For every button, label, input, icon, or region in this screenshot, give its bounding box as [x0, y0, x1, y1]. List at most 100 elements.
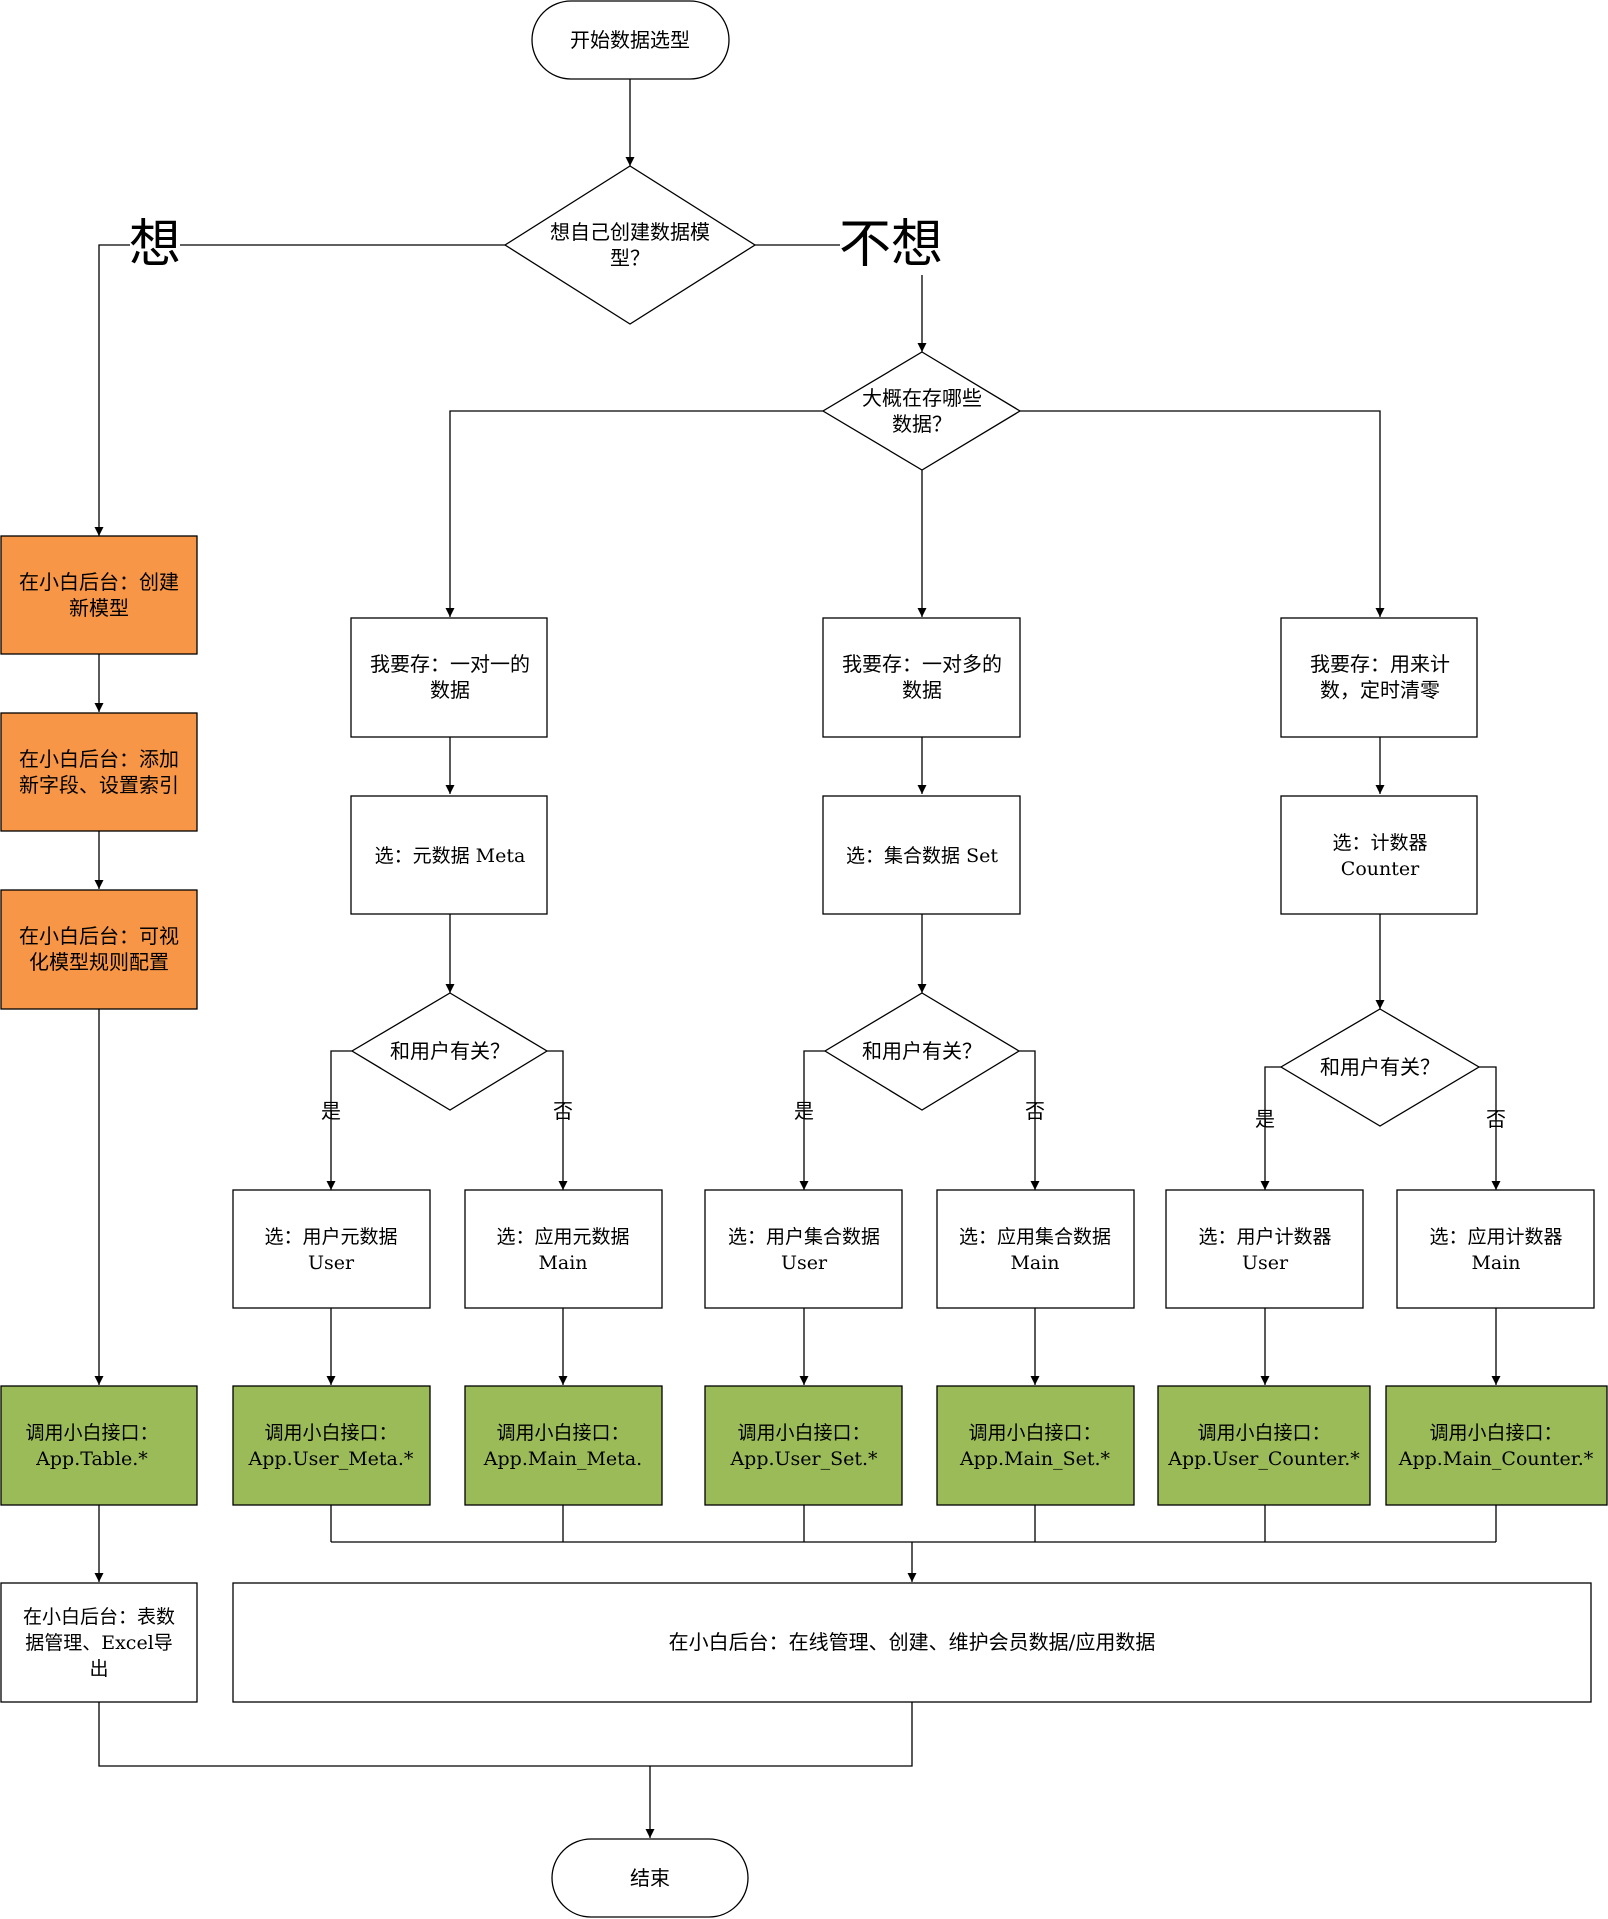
node-text-line: 选：计数器: [1332, 832, 1427, 854]
node-text-line: 我要存：一对多的: [842, 652, 1002, 676]
node-text-line: App.User_Set.*: [729, 1448, 878, 1470]
node-text-line: 和用户有关？: [1320, 1055, 1440, 1079]
decision-user-related-2: 和用户有关？: [823, 992, 1021, 1111]
node-text-line: 在小白后台：创建: [19, 570, 179, 594]
decision-what-data: 大概在存哪些数据？: [821, 351, 1022, 471]
decision-what-data-text: 大概在存哪些数据？: [862, 386, 982, 436]
box-api-user-set-text: 调用小白接口： App.User_Set.*: [729, 1422, 878, 1470]
node-text-line: App.User_Meta.*: [248, 1448, 414, 1470]
edge-what-count: [1020, 410, 1385, 617]
decision-user-related-1-text: 和用户有关？: [390, 1039, 510, 1063]
node-text-line: App.Table.*: [35, 1448, 148, 1470]
box-left-add-text: 在小白后台：添加新字段、设置索引: [19, 747, 179, 797]
decision-user-related-3: 和用户有关？: [1279, 1008, 1481, 1127]
edge-c3-yes: [1260, 1066, 1281, 1190]
node-text-line: 数，定时清零: [1320, 678, 1440, 702]
box-select-meta: 选：元数据 Meta: [350, 795, 548, 915]
node-text-line: 新字段、设置索引: [19, 773, 179, 797]
box-online-manage: 在小白后台：在线管理、创建、维护会员数据/应用数据: [232, 1582, 1592, 1703]
start-node: 开始数据选型: [531, 0, 730, 80]
node-text-line: 开始数据选型: [570, 28, 690, 52]
node-text-line: 调用小白接口：: [25, 1422, 158, 1444]
node-text-line: 调用小白接口：: [968, 1422, 1101, 1444]
node-text-line: App.User_Counter.*: [1167, 1448, 1360, 1470]
box-api-main-counter-text: 调用小白接口： App.Main_Counter.*: [1398, 1422, 1594, 1470]
box-store-count: 我要存：用来计数，定时清零: [1280, 617, 1478, 738]
node-text-line: 出: [89, 1658, 108, 1680]
node-text-line: 选：应用计数器: [1429, 1226, 1562, 1248]
box-api-user-counter: 调用小白接口： App.User_Counter.*: [1157, 1385, 1371, 1506]
box-left-manage-text: 在小白后台：表数据管理、Excel导出: [23, 1606, 175, 1680]
edge-c3-no: [1479, 1066, 1501, 1190]
node-text-line: User: [308, 1252, 355, 1274]
node-text-line: 在小白后台：可视: [19, 924, 179, 948]
box-api-main-set-text: 调用小白接口： App.Main_Set.*: [959, 1422, 1111, 1470]
node-text-line: 据管理、Excel导: [25, 1632, 173, 1654]
box-api-main-counter: 调用小白接口： App.Main_Counter.*: [1385, 1385, 1608, 1506]
node-text-line: 我要存：一对一的: [370, 652, 530, 676]
node-text-line: User: [1242, 1252, 1289, 1274]
box-left-rule: 在小白后台：可视化模型规则配置: [0, 889, 198, 1010]
node-text-line: 数据: [430, 678, 470, 702]
box-store-one: 我要存：一对一的数据: [350, 617, 548, 738]
node-text-line: 选：集合数据 Set: [846, 845, 998, 867]
decision-create-model: 想自己创建数据模型？: [503, 165, 757, 325]
label-yes-2: 是: [794, 1099, 814, 1123]
node-text-line: App.Main_Set.*: [959, 1448, 1111, 1470]
box-left-create-text: 在小白后台：创建新模型: [19, 570, 179, 620]
box-user-meta-text: 选：用户元数据 User: [264, 1226, 397, 1274]
node-text-line: 调用小白接口：: [496, 1422, 629, 1444]
node-text-line: 在小白后台：添加: [19, 747, 179, 771]
decision-user-related-2-text: 和用户有关？: [862, 1039, 982, 1063]
node-text-line: 调用小白接口：: [737, 1422, 870, 1444]
node-text-line: 选：应用元数据: [496, 1226, 629, 1248]
node-text-line: 大概在存哪些: [862, 386, 982, 410]
node-text-line: App.Main_Counter.*: [1398, 1448, 1594, 1470]
node-text-line: App.Main_Meta.: [483, 1448, 642, 1470]
label-not-want: 不想: [839, 215, 943, 275]
edge-c2-no: [1019, 1050, 1040, 1190]
box-select-set: 选：集合数据 Set: [822, 795, 1021, 915]
decision-user-related-1: 和用户有关？: [350, 992, 549, 1111]
edge-labels: 想 不想 是 否 是 否 是 否: [129, 215, 1506, 1131]
edges: [94, 79, 1501, 1838]
end-node-text: 结束: [630, 1866, 670, 1890]
node-text-line: User: [781, 1252, 828, 1274]
label-yes-3: 是: [1255, 1107, 1275, 1131]
box-api-user-set: 调用小白接口： App.User_Set.*: [704, 1385, 903, 1506]
node-text-line: 调用小白接口：: [1197, 1422, 1330, 1444]
edge-c1-yes: [326, 1050, 352, 1190]
box-online-manage-text: 在小白后台：在线管理、创建、维护会员数据/应用数据: [669, 1630, 1156, 1654]
label-yes-1: 是: [321, 1099, 341, 1123]
box-api-main-meta-text: 调用小白接口： App.Main_Meta.: [483, 1422, 642, 1470]
node-text-line: 新模型: [69, 596, 129, 620]
node-text-line: 选：用户元数据: [264, 1226, 397, 1248]
box-api-user-counter-text: 调用小白接口： App.User_Counter.*: [1167, 1422, 1360, 1470]
node-text-line: 选：用户计数器: [1198, 1226, 1331, 1248]
box-api-main-meta: 调用小白接口： App.Main_Meta.: [464, 1385, 663, 1506]
node-text-line: 在小白后台：在线管理、创建、维护会员数据/应用数据: [669, 1630, 1156, 1654]
label-no-2: 否: [1025, 1099, 1045, 1123]
start-node-text: 开始数据选型: [570, 28, 690, 52]
node-text-line: 数据: [902, 678, 942, 702]
decision-create-model-text: 想自己创建数据模型？: [550, 220, 710, 270]
box-left-rule-text: 在小白后台：可视化模型规则配置: [19, 924, 179, 974]
node-text-line: 数据？: [892, 412, 952, 436]
edge-want-left2: [94, 244, 130, 536]
node-text-line: 调用小白接口：: [1429, 1422, 1562, 1444]
node-text-line: 调用小白接口：: [264, 1422, 397, 1444]
box-user-counter-text: 选：用户计数器 User: [1198, 1226, 1331, 1274]
box-store-count-text: 我要存：用来计数，定时清零: [1310, 652, 1450, 702]
node-text-line: 在小白后台：表数: [23, 1606, 175, 1628]
box-store-many-text: 我要存：一对多的数据: [842, 652, 1002, 702]
edge-c1-no: [547, 1050, 568, 1190]
edge-bus: [330, 1505, 1497, 1543]
